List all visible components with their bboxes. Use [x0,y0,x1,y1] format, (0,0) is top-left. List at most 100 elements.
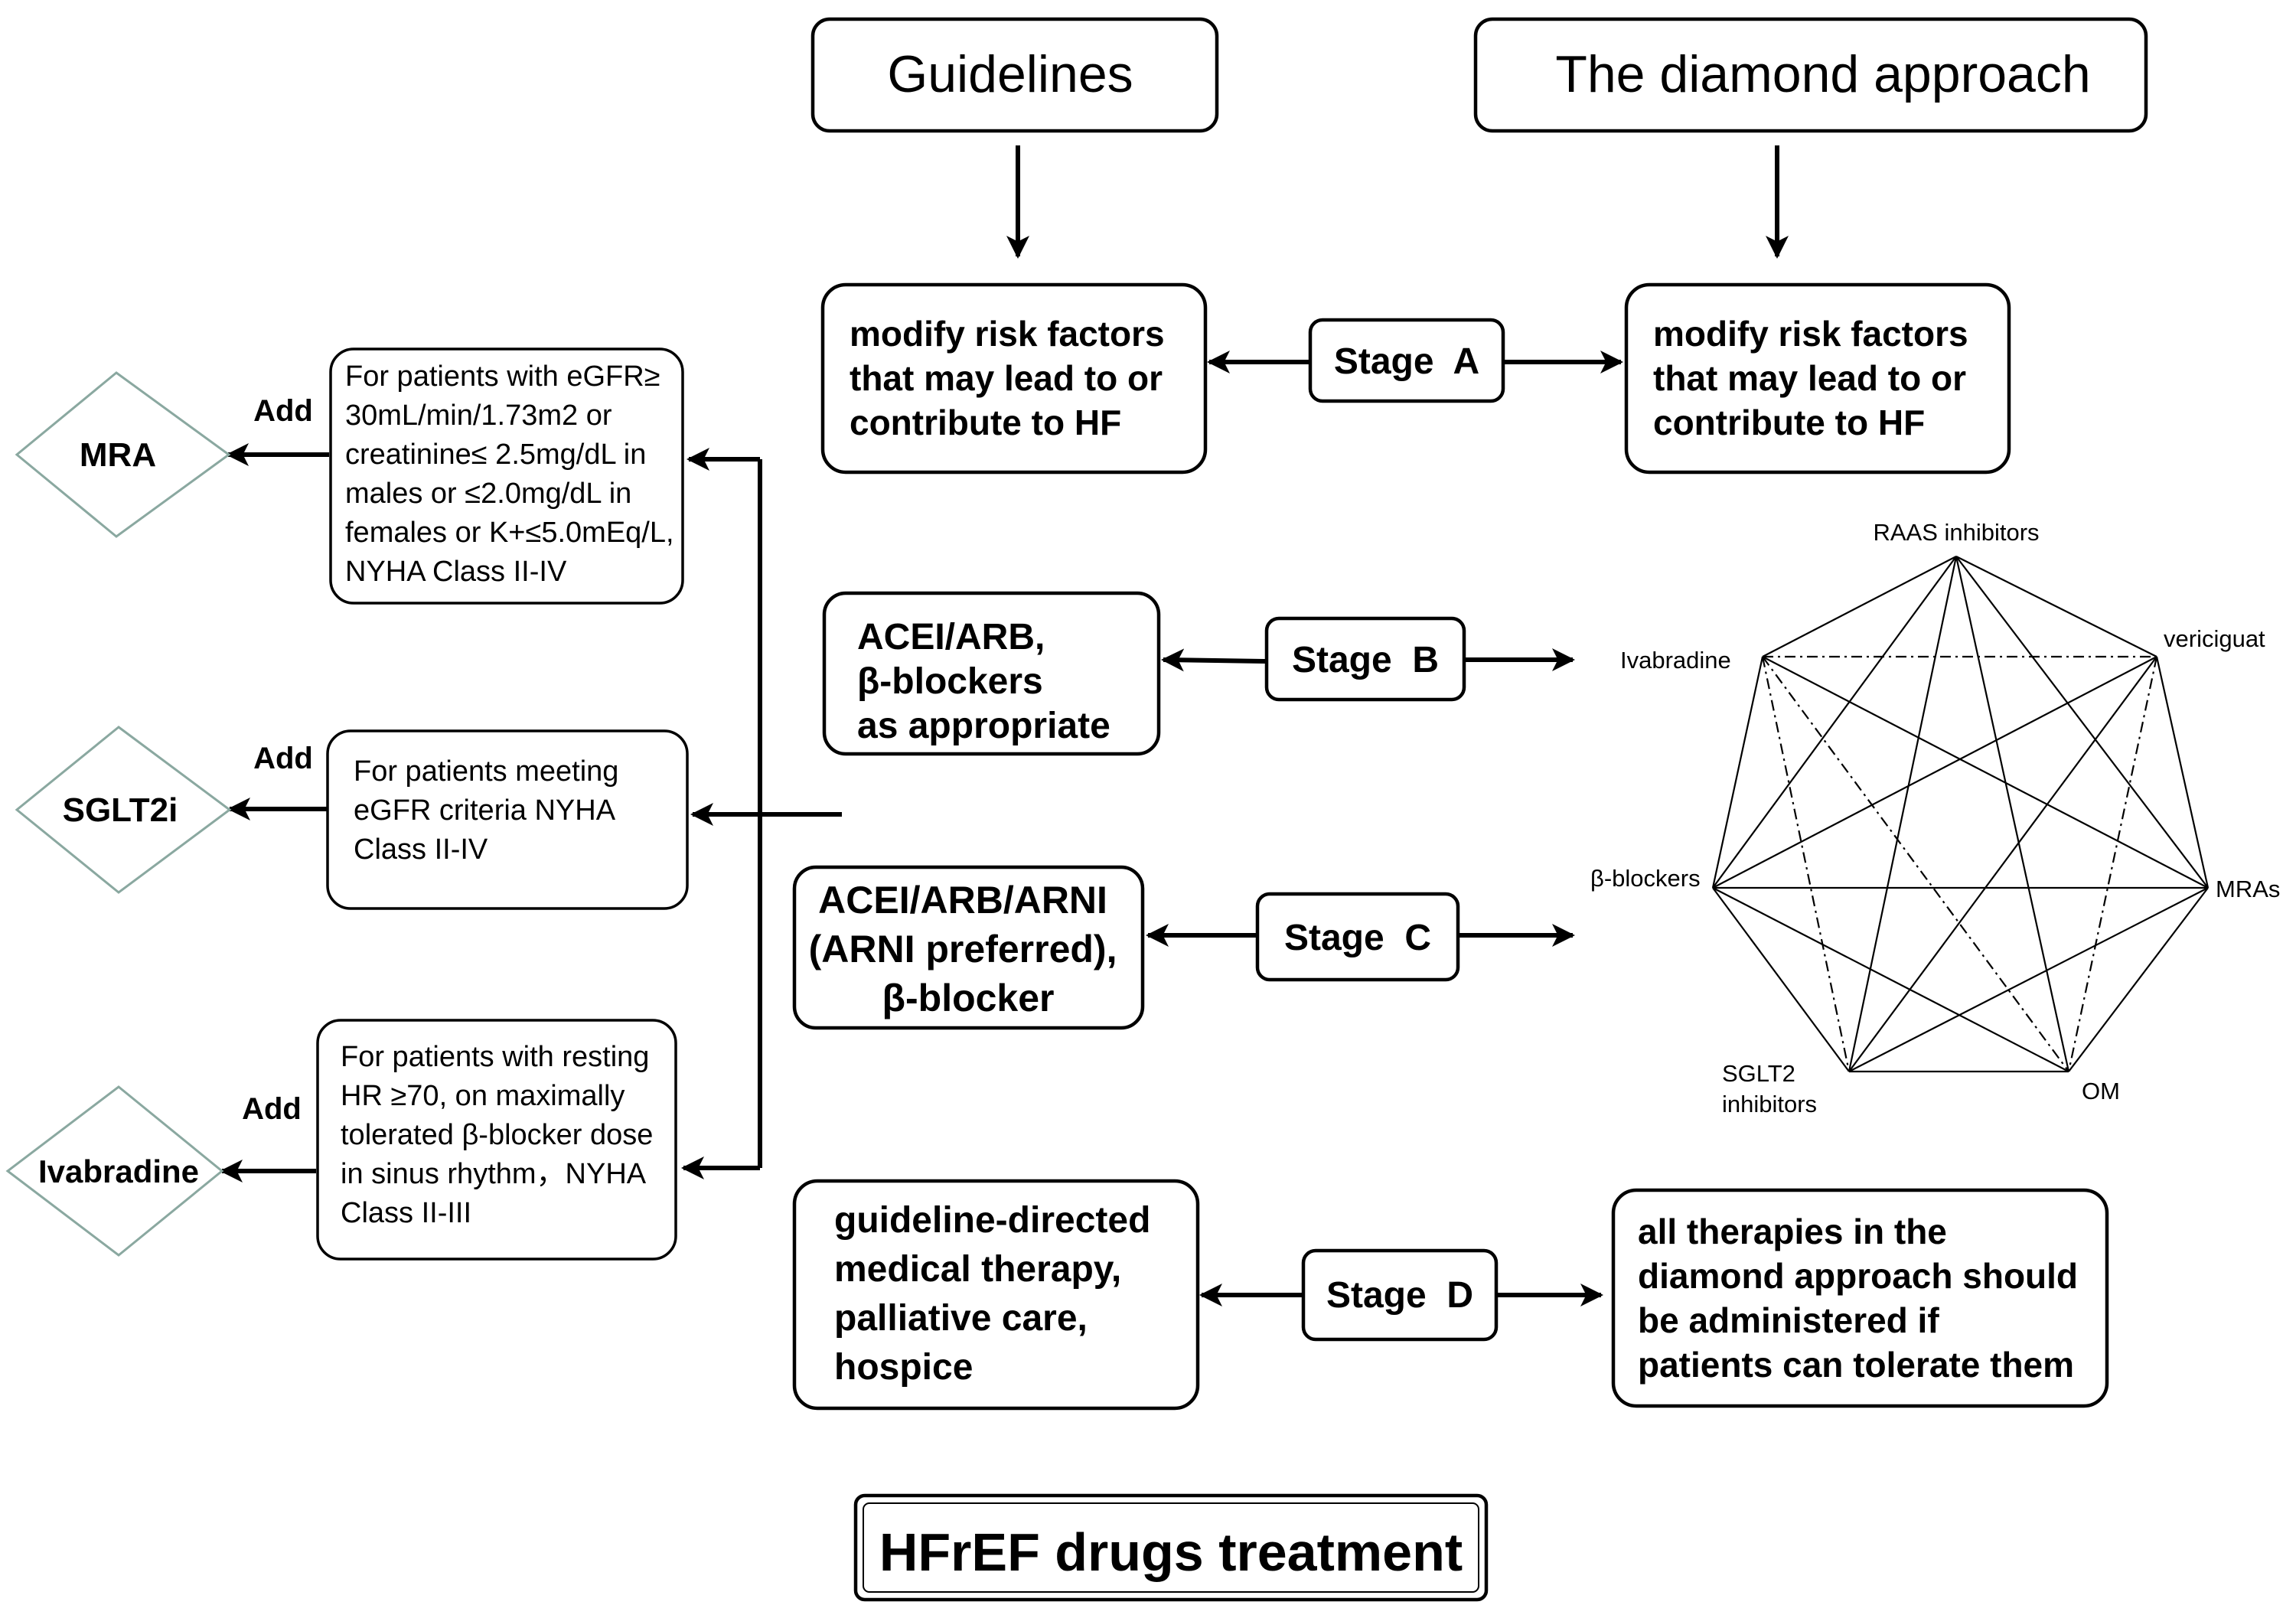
mra-criteria-line: females or K+≤5.0mEq/L, [345,517,674,549]
svg-text:modify risk factors that: modify risk factors that may lead to or … [1653,314,1978,442]
diamond-approach-header: The diamond approach [1473,17,2148,133]
guideline-stage-c-line: ACEI/ARB/ARNI [818,879,1107,922]
footer-title-box: HFrEF drugs treatment [853,1493,1489,1602]
svg-text:SGLT2 inhibitors: SGLT2 inhibitors [1722,1060,1817,1117]
edge-ivabradine-om [1762,656,2069,1072]
guideline-stage-c-line: β-blocker [882,977,1054,1019]
diamond-stage-d-box: all therapies in the diamond approach sh… [1611,1188,2109,1408]
svg-text:all therapies in the dia: all therapies in the diamond approach sh… [1638,1212,2088,1385]
diamond-stage-d-line: patients can tolerate them [1638,1345,2074,1385]
guideline-stage-d-line: medical therapy, [834,1249,1121,1290]
ivabradine-criteria-line: Class II-III [341,1197,471,1229]
svg-text:For patients meeting eGF: For patients meeting eGFR criteria NYHA … [354,755,627,866]
mra-diamond: MRA [15,371,231,538]
guideline-stage-d-box: guideline-directed medical therapy, pall… [792,1179,1200,1411]
edge-raas-betablockers [1712,556,1957,889]
edge-ivabradine-sglt2 [1761,656,1851,1072]
ivabradine-diamond-label: Ivabradine [38,1153,199,1189]
svg-text:modify risk factors that: modify risk factors that may lead to or … [850,314,1174,442]
heptagon-labels: RAAS inhibitors vericiguat MRAs OM SGLT2… [1590,519,2280,1117]
sglt2i-criteria-line: For patients meeting [354,755,618,788]
edge-ivabradine-raas [1762,556,1957,657]
svg-text:For patients with eGFR≥: For patients with eGFR≥ 30mL/min/1.73m2 … [345,360,682,588]
node-label-mras: MRAs [2216,876,2280,902]
edge-mras-om [2068,887,2209,1072]
diamond-stage-d-line: all therapies in the [1638,1212,1947,1251]
edge-ivabradine-mras [1762,656,2209,889]
diamond-approach-header-label: The diamond approach [1555,45,2090,103]
diamond-stage-d-line: diamond approach should [1638,1256,2078,1296]
guideline-stage-b-box: ACEI/ARB, β-blockers as appropriate [822,591,1161,756]
edge-betablockers-om [1712,887,2069,1072]
svg-text:ACEI/ARB/ARNI (ARNI pref: ACEI/ARB/ARNI (ARNI preferred), β-blocke… [809,879,1128,1019]
node-label-raas: RAAS inhibitors [1873,519,2039,546]
node-label-om: OM [2082,1078,2120,1104]
edge-sglt2-vericiguat [1848,656,2157,1072]
ivabradine-criteria-line: For patients with resting [341,1041,649,1073]
edge-betablockers-vericiguat [1712,656,2157,889]
guideline-stage-d-line: palliative care, [834,1298,1088,1339]
footer-title: HFrEF drugs treatment [879,1522,1463,1582]
edge-vericiguat-om [2067,656,2158,1072]
guideline-stage-d-line: hospice [834,1347,973,1388]
mra-criteria-line: 30mL/min/1.73m2 or [345,400,612,432]
node-label-betablockers: β-blockers [1590,865,1701,892]
ivabradine-diamond: Ivabradine [5,1085,224,1257]
diamond-stage-d-line: be administered if [1638,1300,1939,1340]
sglt2i-diamond-label: SGLT2i [63,791,178,829]
mra-diamond-label: MRA [80,436,156,474]
heptagon-network [1711,556,2210,1073]
stage-b-left-arrow [1161,648,1267,672]
guideline-stage-a-line: contribute to HF [850,403,1121,442]
edge-betablockers-ivabradine [1711,656,1764,889]
edge-raas-mras [1955,556,2209,889]
guideline-stage-b-line: β-blockers [857,661,1043,702]
mra-criteria-line: For patients with eGFR≥ [345,360,660,393]
stage-b-box: Stage B [1264,616,1466,702]
edge-sglt2-betablockers [1712,887,1850,1072]
add-mra-label: Add [253,394,313,428]
guideline-stage-d-line: guideline-directed [834,1200,1150,1241]
ivabradine-criteria-line: tolerated β-blocker dose [341,1119,653,1151]
ivabradine-criteria-line: HR ≥70, on maximally [341,1080,625,1112]
guideline-stage-a-box: modify risk factors that may lead to or … [820,282,1208,475]
stage-b-label: Stage B [1292,640,1439,680]
sglt2i-criteria-line: Class II-IV [354,833,488,866]
sglt2i-criteria-box: For patients meeting eGFR criteria NYHA … [326,729,689,910]
guideline-stage-a-line: that may lead to or [850,358,1163,398]
add-sglt2i-label: Add [253,742,313,775]
guideline-stage-c-line: (ARNI preferred), [809,928,1117,970]
guideline-stage-b-line: ACEI/ARB, [857,617,1045,657]
guidelines-header-label: Guidelines [887,45,1133,103]
node-label-sglt2: inhibitors [1722,1091,1817,1117]
guidelines-header: Guidelines [810,17,1219,133]
guideline-stage-b-line: as appropriate [857,706,1110,746]
mra-criteria-line: creatinine≤ 2.5mg/dL in [345,439,646,471]
edge-vericiguat-mras [2155,656,2210,889]
diamond-stage-a-line: modify risk factors [1653,314,1968,354]
ivabradine-criteria-box: For patients with resting HR ≥70, on max… [316,1019,677,1261]
stage-a-box: Stage A [1308,318,1505,403]
mra-criteria-line: NYHA Class II-IV [345,556,567,588]
guideline-stage-c-box: ACEI/ARB/ARNI (ARNI preferred), β-blocke… [792,865,1145,1030]
svg-text:ACEI/ARB, β-blockers: ACEI/ARB, β-blockers as appropriate [857,617,1110,746]
stage-c-box: Stage C [1255,892,1460,982]
stage-a-label: Stage A [1334,341,1479,382]
add-ivabradine-label: Add [242,1092,302,1126]
edge-sglt2-mras [1848,887,2209,1072]
stage-d-box: Stage D [1301,1248,1499,1342]
sglt2i-diamond: SGLT2i [15,726,232,894]
diamond-stage-a-box: modify risk factors that may lead to or … [1624,282,2011,475]
node-label-vericiguat: vericiguat [2164,625,2265,652]
stage-c-label: Stage C [1284,918,1431,958]
svg-text:guideline-directed medic: guideline-directed medical therapy, pall… [834,1200,1161,1388]
stage-d-label: Stage D [1326,1275,1473,1316]
mra-criteria-box: For patients with eGFR≥ 30mL/min/1.73m2 … [329,347,684,605]
diamond-stage-a-line: contribute to HF [1653,403,1925,442]
edge-raas-om [1955,556,2070,1072]
sglt2i-criteria-line: eGFR criteria NYHA [354,794,616,827]
edge-raas-sglt2 [1848,556,1958,1072]
ivabradine-criteria-line: in sinus rhythm，NYHA [341,1158,647,1190]
node-label-ivabradine: Ivabradine [1620,647,1731,674]
